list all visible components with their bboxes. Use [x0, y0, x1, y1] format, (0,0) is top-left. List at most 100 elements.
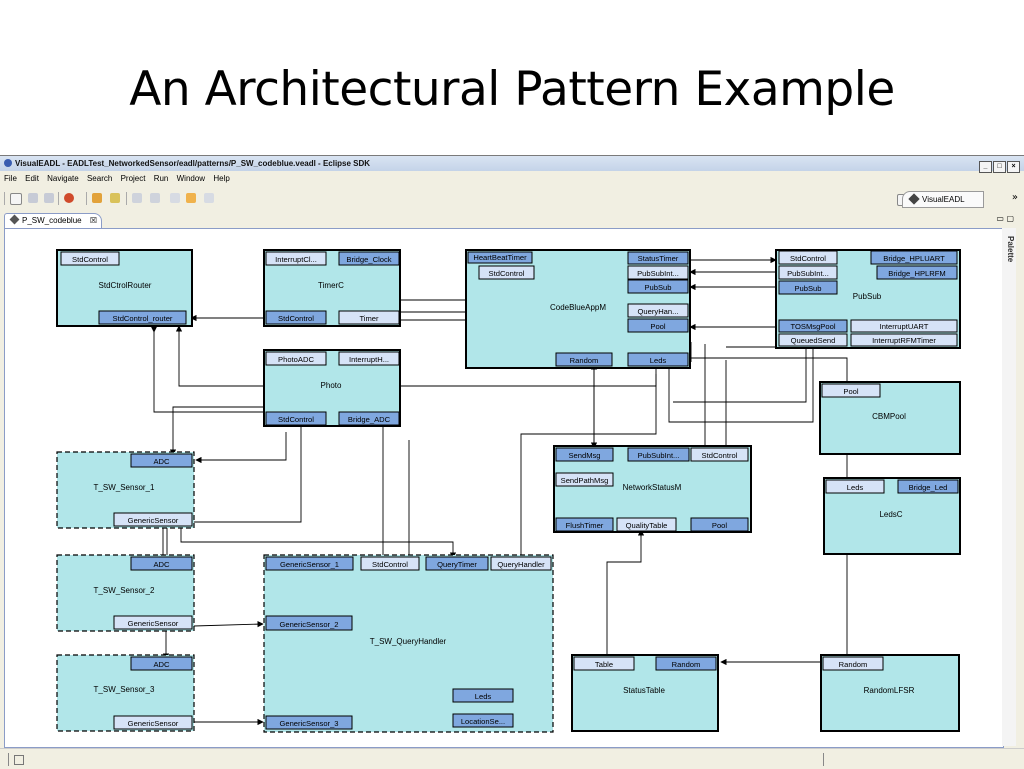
port-interruptrfmtimer[interactable]: InterruptRFMTimer — [850, 333, 958, 347]
next-icon[interactable] — [204, 193, 214, 203]
port-box[interactable] — [113, 512, 193, 527]
port-box[interactable] — [265, 411, 327, 426]
port-stdcontrol[interactable]: StdControl — [478, 265, 535, 280]
port-box[interactable] — [555, 472, 614, 487]
port-timer[interactable]: Timer — [338, 310, 400, 325]
port-box[interactable] — [876, 265, 958, 280]
port-queuedsend[interactable]: QueuedSend — [778, 333, 848, 347]
port-genericsensor-1[interactable]: GenericSensor_1 — [265, 556, 354, 571]
port-box[interactable] — [573, 656, 635, 671]
port-box[interactable] — [60, 251, 120, 266]
port-box[interactable] — [265, 351, 327, 366]
back-icon[interactable] — [170, 193, 180, 203]
next-annotation-icon[interactable] — [150, 193, 160, 203]
port-box[interactable] — [850, 333, 958, 347]
port-tosmsgpool[interactable]: TOSMsgPool — [778, 319, 848, 333]
port-box[interactable] — [265, 615, 353, 631]
port-stdcontrol[interactable]: StdControl — [265, 310, 327, 325]
menu-run[interactable]: Run — [153, 174, 169, 183]
menu-window[interactable]: Window — [176, 174, 206, 183]
port-genericsensor[interactable]: GenericSensor — [113, 615, 193, 630]
port-bridge-led[interactable]: Bridge_Led — [897, 479, 959, 494]
component-codeblueappm[interactable]: CodeBlueAppMHeartBeatTimerStdControlStat… — [465, 249, 691, 369]
port-box[interactable] — [467, 251, 533, 264]
palette-label[interactable]: Palette — [1006, 236, 1015, 263]
menu-edit[interactable]: Edit — [25, 174, 39, 183]
port-box[interactable] — [627, 318, 689, 333]
port-box[interactable] — [616, 517, 677, 532]
port-bridge-adc[interactable]: Bridge_ADC — [338, 411, 400, 426]
port-pubsubint[interactable]: PubSubInt... — [778, 265, 838, 280]
port-box[interactable] — [98, 310, 187, 325]
chevron-icon[interactable]: » — [1011, 192, 1018, 203]
port-box[interactable] — [778, 250, 838, 265]
port-box[interactable] — [425, 556, 489, 571]
port-box[interactable] — [655, 656, 717, 671]
print-icon[interactable] — [44, 193, 54, 203]
port-box[interactable] — [113, 715, 193, 730]
port-pubsubint[interactable]: PubSubInt... — [627, 447, 690, 462]
port-pubsub[interactable]: PubSub — [627, 279, 689, 294]
annotation-icon[interactable] — [132, 193, 142, 203]
maximize-view-icon[interactable]: ▢ — [1006, 214, 1014, 223]
forward-icon[interactable] — [186, 193, 196, 203]
port-box[interactable] — [627, 265, 689, 280]
port-box[interactable] — [360, 556, 420, 571]
port-adc[interactable]: ADC — [130, 453, 193, 468]
port-qualitytable[interactable]: QualityTable — [616, 517, 677, 532]
port-interruptcl[interactable]: InterruptCl... — [265, 251, 327, 266]
port-queryhan[interactable]: QueryHan... — [627, 303, 689, 318]
port-box[interactable] — [627, 303, 689, 318]
fast-view-icon[interactable] — [14, 755, 24, 765]
maximize-button[interactable]: □ — [993, 161, 1006, 173]
port-box[interactable] — [778, 280, 838, 295]
port-box[interactable] — [870, 250, 958, 265]
port-table[interactable]: Table — [573, 656, 635, 671]
port-box[interactable] — [452, 713, 514, 728]
close-button[interactable]: × — [1007, 161, 1020, 173]
port-box[interactable] — [265, 310, 327, 325]
component-stdctrolrouter[interactable]: StdCtrolRouterStdControlStdControl_route… — [56, 249, 193, 327]
port-box[interactable] — [452, 688, 514, 703]
port-genericsensor-2[interactable]: GenericSensor_2 — [265, 615, 353, 631]
save-icon[interactable] — [28, 193, 38, 203]
port-pool[interactable]: Pool — [690, 517, 749, 532]
port-stdcontrol[interactable]: StdControl — [60, 251, 120, 266]
port-pool[interactable]: Pool — [821, 383, 881, 398]
port-locationse[interactable]: LocationSe... — [452, 713, 514, 728]
port-random[interactable]: Random — [655, 656, 717, 671]
port-box[interactable] — [778, 265, 838, 280]
port-box[interactable] — [338, 310, 400, 325]
port-box[interactable] — [555, 447, 614, 462]
port-box[interactable] — [778, 333, 848, 347]
port-stdcontrol[interactable]: StdControl — [360, 556, 420, 571]
port-genericsensor[interactable]: GenericSensor — [113, 715, 193, 730]
port-sendpathmsg[interactable]: SendPathMsg — [555, 472, 614, 487]
port-bridge-hplrfm[interactable]: Bridge_HPLRFM — [876, 265, 958, 280]
port-photoadc[interactable]: PhotoADC — [265, 351, 327, 366]
tab-close-icon[interactable]: ☒ — [89, 216, 97, 225]
port-stdcontrol-router[interactable]: StdControl_router — [98, 310, 187, 325]
port-stdcontrol[interactable]: StdControl — [778, 250, 838, 265]
port-random[interactable]: Random — [822, 656, 884, 671]
menu-file[interactable]: File — [4, 174, 17, 183]
component-diagram[interactable]: StdCtrolRouterStdControlStdControl_route… — [5, 229, 1003, 747]
port-heartbeattimer[interactable]: HeartBeatTimer — [467, 251, 533, 264]
port-stdcontrol[interactable]: StdControl — [690, 447, 749, 462]
tab-p-sw-codeblue[interactable]: P_SW_codeblue ☒ — [4, 213, 102, 228]
port-interrupth[interactable]: InterruptH... — [338, 351, 400, 366]
port-interruptuart[interactable]: InterruptUART — [850, 319, 958, 333]
port-leds[interactable]: Leds — [627, 352, 689, 367]
port-pubsub[interactable]: PubSub — [778, 280, 838, 295]
port-box[interactable] — [265, 251, 327, 266]
port-box[interactable] — [627, 447, 690, 462]
